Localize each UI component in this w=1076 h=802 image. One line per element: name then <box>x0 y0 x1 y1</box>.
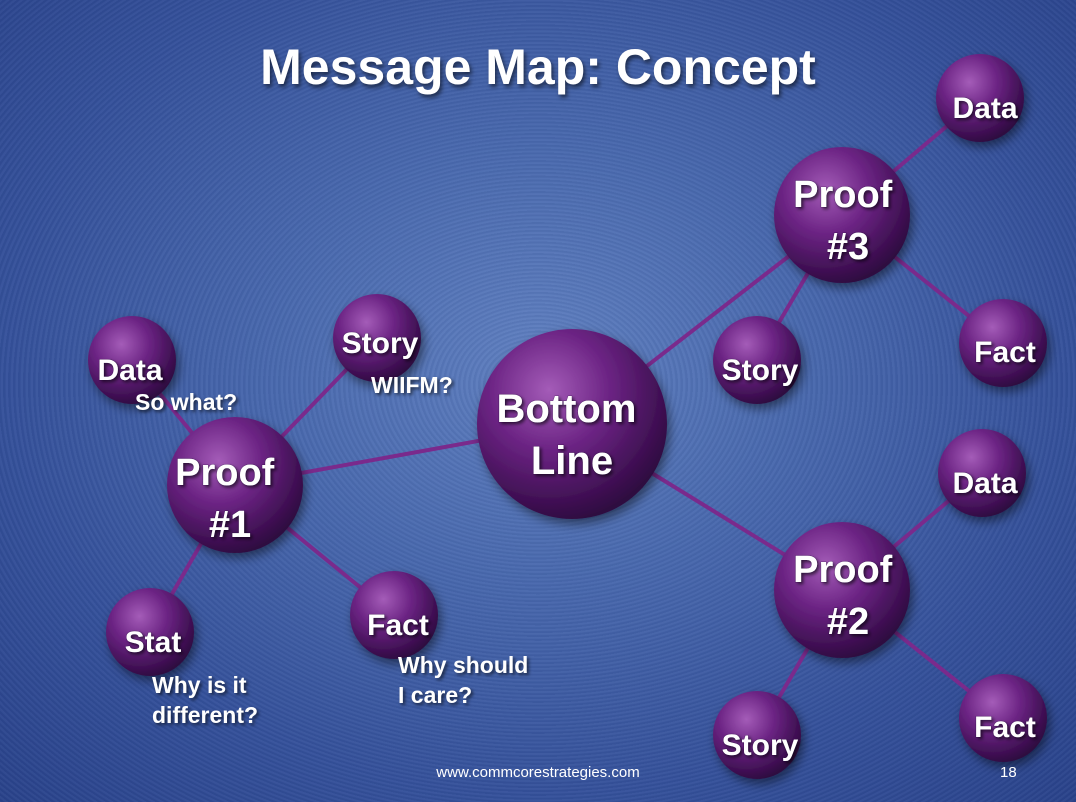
proof-2-label-2: #2 <box>827 601 869 643</box>
proof-1-story-label: Story <box>342 327 419 360</box>
proof-1-data-label: Data <box>97 354 162 387</box>
node-proof-1-stat: Stat <box>106 588 194 676</box>
node-proof-2-fact: Fact <box>959 674 1047 762</box>
node-proof-3-data: Data <box>936 54 1024 142</box>
proof-3-data-label: Data <box>952 92 1017 125</box>
proof-3-story-label: Story <box>722 354 799 387</box>
annotation-why-care-line-2: I care? <box>398 682 473 708</box>
proof-2-fact-label: Fact <box>974 711 1036 744</box>
node-proof-3-fact: Fact <box>959 299 1047 387</box>
annotation-why-different: Why is it different? <box>152 670 258 730</box>
annotation-so-what: So what? <box>135 389 238 415</box>
node-bottom-line: Bottom Line <box>477 329 667 519</box>
svg-text:Proof #3: Proof #3 <box>793 174 903 268</box>
footer-url: www.commcorestrategies.com <box>436 764 640 781</box>
proof-3-fact-label: Fact <box>974 336 1036 369</box>
annotation-wiifm: WIIFM? <box>371 372 453 398</box>
annotation-why-different-line-1: Why is it <box>152 672 247 698</box>
annotation-why-different-line-2: different? <box>152 702 259 728</box>
node-proof-2-data: Data <box>938 429 1026 517</box>
node-proof-2-story: Story <box>713 691 801 779</box>
proof-1-stat-label: Stat <box>125 626 182 659</box>
proof-3-label-2: #3 <box>827 226 869 268</box>
svg-text:Bottom Line: Bottom Line <box>496 387 647 483</box>
proof-2-label-1: Proof <box>793 549 893 591</box>
node-proof-1: Proof #1 <box>167 417 303 553</box>
proof-2-data-label: Data <box>952 467 1017 500</box>
bottom-line-label-1: Bottom <box>496 387 636 431</box>
node-proof-1-fact: Fact <box>350 571 438 659</box>
node-proof-1-data: Data <box>88 316 176 404</box>
node-proof-3-story: Story <box>713 316 801 404</box>
node-proof-1-story: Story <box>333 294 421 382</box>
proof-1-label-2: #1 <box>209 504 251 546</box>
page-number: 18 <box>1000 764 1017 781</box>
annotation-why-care-line-1: Why should <box>398 652 529 678</box>
svg-text:Proof #1: Proof #1 <box>175 452 285 546</box>
node-proof-2: Proof #2 <box>774 522 910 658</box>
proof-1-label-1: Proof <box>175 452 275 494</box>
svg-text:Proof #2: Proof #2 <box>793 549 903 643</box>
annotation-why-care: Why should I care? <box>398 650 528 710</box>
page-title: Message Map: Concept <box>260 39 816 95</box>
proof-3-label-1: Proof <box>793 174 893 216</box>
bottom-line-label-2: Line <box>531 439 613 483</box>
proof-2-story-label: Story <box>722 729 799 762</box>
proof-1-fact-label: Fact <box>367 609 429 642</box>
node-proof-3: Proof #3 <box>774 147 910 283</box>
